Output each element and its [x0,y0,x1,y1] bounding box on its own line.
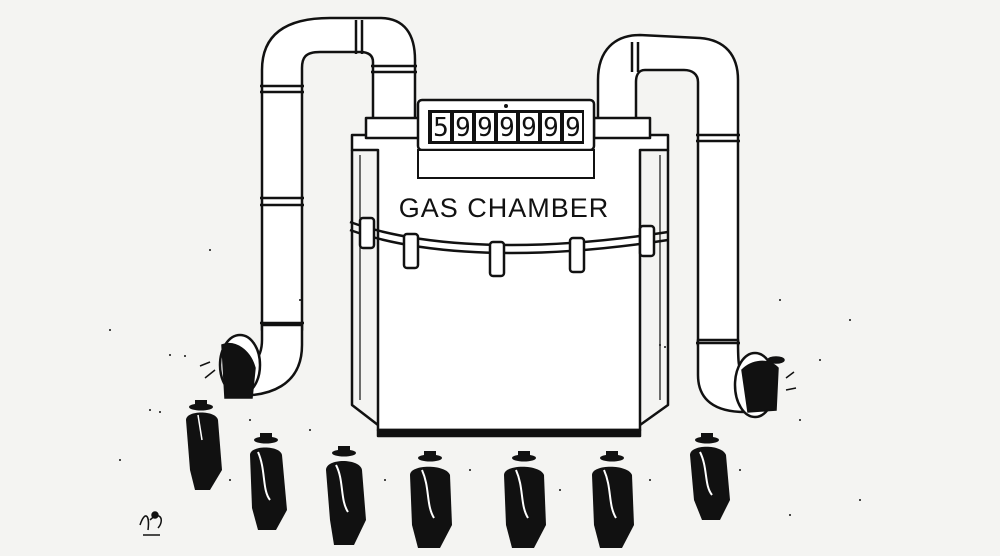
walking-figure-5 [504,451,546,548]
walking-figure-7 [690,433,730,520]
counter-digit-7: 9 [565,113,581,143]
walking-figure-3 [326,446,366,545]
ground-specks [109,249,861,516]
figure-entering-left [199,343,256,399]
counter-digit-1: 5 [433,113,449,143]
walking-figure-6 [592,451,634,548]
walking-figure-2 [250,433,287,530]
counter-digit-2: 9 [455,113,471,143]
counter-digit-3: 9 [477,113,493,143]
meter-counter: 5 9 9 9 9 9 9 [416,98,596,179]
counter-digit-4: 9 [499,113,515,143]
meter-label: GAS CHAMBER [399,193,610,223]
walking-figure-1 [186,400,222,490]
walking-figure-4 [410,451,452,548]
counter-digit-5: 9 [521,113,537,143]
counter-digit-6: 9 [543,113,559,143]
doodle-bottom-left [139,511,162,536]
figure-exiting-right [741,356,797,413]
